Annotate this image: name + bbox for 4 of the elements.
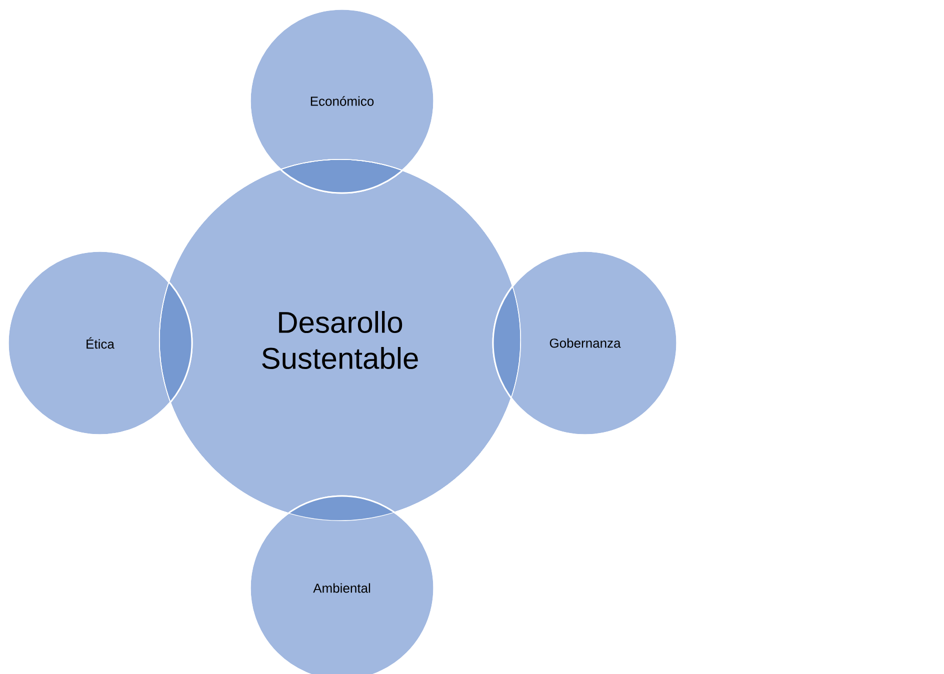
node-label: Ambiental [313, 583, 370, 593]
node-label: Económico [310, 96, 374, 106]
node-label: Gobernanza [550, 338, 621, 348]
node-label: Ética [86, 337, 114, 349]
